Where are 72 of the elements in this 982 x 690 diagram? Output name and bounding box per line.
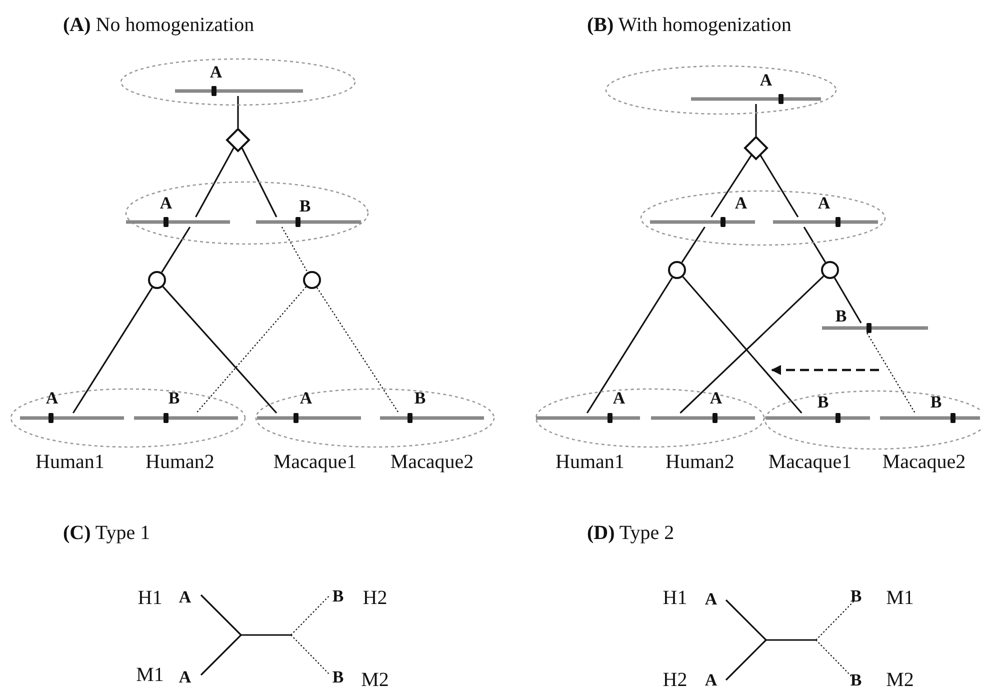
gene-label: B	[817, 394, 829, 410]
tree-branch	[316, 287, 400, 414]
speciation-circle	[821, 261, 839, 279]
taxon-label: M1	[136, 665, 164, 685]
tree-branch	[237, 96, 239, 128]
tree-branch	[710, 154, 752, 218]
tree-branch	[72, 287, 153, 414]
tree-branch	[803, 226, 826, 263]
duplication-diamond	[744, 136, 768, 160]
population-ellipse	[120, 58, 356, 106]
gene-label: B	[299, 198, 311, 214]
species-label: Human1	[556, 452, 624, 472]
tree-branch	[755, 104, 757, 136]
gene-label: B	[332, 668, 344, 686]
tree-branch	[680, 276, 824, 414]
speciation-circle	[668, 261, 686, 279]
panel-title: (A) No homogenization	[63, 15, 254, 35]
gene-label: A	[300, 390, 312, 406]
gene-label: A	[178, 668, 192, 686]
gene-label: B	[850, 588, 862, 604]
species-label: Macaque1	[273, 452, 357, 472]
gene-label: A	[704, 590, 718, 608]
species-label: Macaque2	[390, 452, 474, 472]
panel-title: (B) With homogenization	[587, 15, 792, 35]
tree-branch	[586, 277, 673, 414]
gene-label: A	[704, 672, 718, 688]
gene-label: A	[760, 72, 772, 88]
gene-label: A	[734, 194, 748, 212]
gene-label: A	[178, 588, 192, 606]
tree-branch	[195, 147, 234, 218]
gene-label: A	[160, 194, 172, 212]
taxon-label: M1	[886, 588, 914, 608]
species-label: Macaque1	[768, 452, 852, 472]
gene-label: A	[210, 64, 222, 80]
gene-label: B	[835, 308, 847, 324]
gene-label: A	[46, 390, 58, 406]
taxon-label: H1	[662, 588, 688, 608]
gene-label: B	[168, 390, 180, 406]
duplication-diamond	[226, 128, 250, 152]
tree-branch	[866, 332, 916, 414]
species-label: Human2	[146, 452, 214, 472]
species-label: Macaque2	[882, 452, 966, 472]
taxon-label: M2	[886, 670, 914, 690]
tree-branch	[161, 226, 191, 273]
panel-title: (D) Type 2	[587, 523, 674, 543]
population-ellipse	[605, 65, 837, 115]
gene-label: A	[710, 390, 722, 406]
tree-branch	[162, 286, 278, 414]
taxon-label: H2	[662, 670, 688, 690]
speciation-circle	[148, 271, 166, 289]
tree-branch	[682, 276, 802, 414]
species-label: Human1	[36, 452, 104, 472]
taxon-label: M2	[361, 670, 389, 690]
gene-label: B	[332, 588, 344, 604]
taxon-label: H2	[362, 588, 388, 608]
tree-branch	[834, 277, 862, 324]
taxon-label: H1	[138, 588, 162, 608]
tree-branch	[760, 155, 799, 218]
tree-branch	[281, 226, 308, 272]
gene-label: B	[414, 390, 426, 406]
gene-label: B	[850, 672, 862, 688]
population-ellipse	[125, 181, 369, 245]
gene-label: B	[930, 394, 942, 410]
tree-branch	[241, 148, 278, 218]
gene-label: A	[818, 194, 830, 212]
gene-label: A	[612, 390, 626, 406]
tree-branch	[196, 286, 307, 414]
species-label: Human2	[666, 452, 734, 472]
population-ellipse	[640, 190, 886, 246]
speciation-circle	[303, 271, 321, 289]
panel-title: (C) Type 1	[63, 523, 150, 543]
tree-branch	[681, 226, 706, 263]
